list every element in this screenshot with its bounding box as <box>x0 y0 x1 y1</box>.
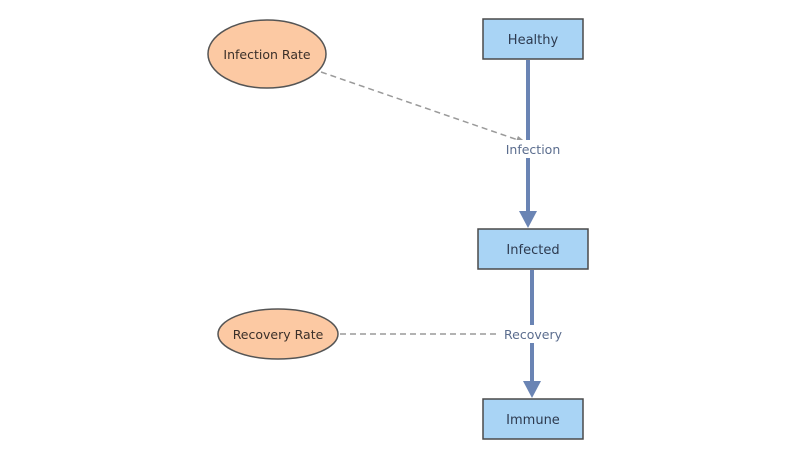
stock-immune-label: Immune <box>506 413 560 428</box>
stock-infected-label: Infected <box>506 243 559 258</box>
flow-infection[interactable]: Infection <box>498 60 568 228</box>
link-infection-rate-to-infection <box>320 71 527 144</box>
parameter-infection-rate[interactable]: Infection Rate <box>207 19 327 89</box>
flow-recovery-label-bg <box>500 325 564 343</box>
stock-healthy[interactable]: Healthy <box>482 18 584 60</box>
stock-immune[interactable]: Immune <box>482 398 584 440</box>
flow-infection-label: Infection <box>506 142 561 157</box>
flow-infection-arrowhead <box>519 211 537 228</box>
flow-recovery-label: Recovery <box>504 327 563 342</box>
flow-infection-label-bg <box>498 140 568 158</box>
link-recovery-rate-to-recovery <box>340 330 521 338</box>
flow-recovery[interactable]: Recovery <box>500 270 564 398</box>
parameter-recovery-rate-label: Recovery Rate <box>233 327 324 342</box>
parameter-infection-rate-label: Infection Rate <box>223 47 310 62</box>
flow-recovery-arrowhead <box>523 381 541 398</box>
stock-healthy-label: Healthy <box>508 33 559 48</box>
stock-infected[interactable]: Infected <box>477 228 589 270</box>
parameter-recovery-rate[interactable]: Recovery Rate <box>217 308 339 360</box>
